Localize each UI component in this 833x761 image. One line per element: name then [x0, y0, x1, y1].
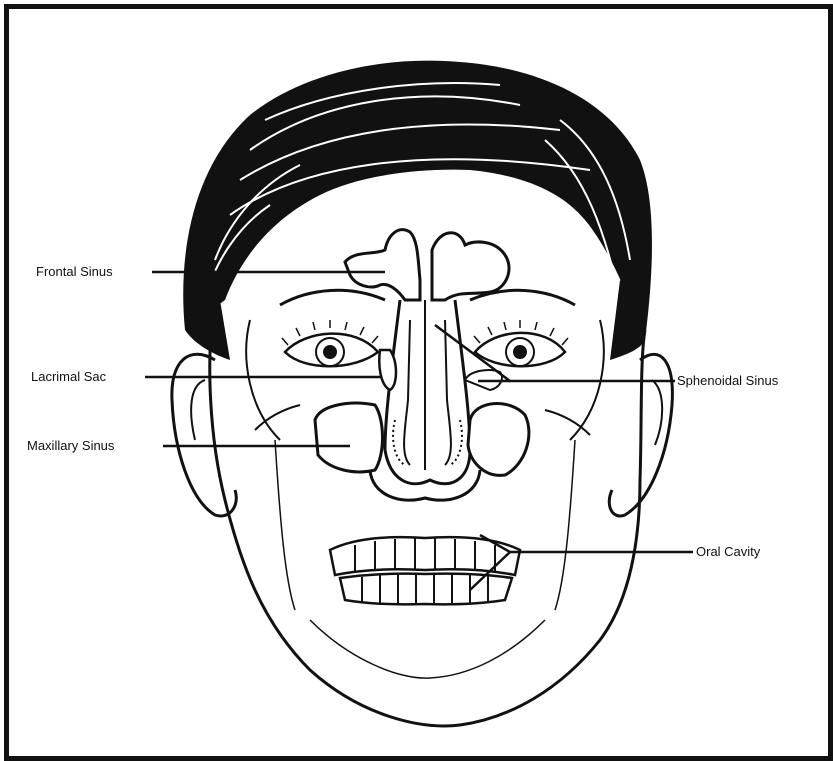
lower-teeth: [340, 574, 512, 605]
right-maxillary-sinus: [468, 404, 529, 476]
label-sphenoidal-sinus: Sphenoidal Sinus: [677, 373, 778, 389]
lacrimal-sac: [379, 350, 396, 390]
left-eye: [282, 320, 378, 366]
face-outline: [210, 300, 645, 726]
frontal-sinus: [345, 230, 420, 300]
nasal-cavity: [385, 300, 470, 484]
label-lacrimal-sac: Lacrimal Sac: [31, 369, 106, 385]
right-eye: [474, 320, 568, 366]
left-eyebrow: [280, 290, 385, 305]
left-ear: [172, 354, 236, 516]
left-maxillary-sinus: [315, 403, 383, 472]
label-maxillary-sinus: Maxillary Sinus: [27, 438, 114, 454]
label-frontal-sinus: Frontal Sinus: [36, 264, 113, 280]
label-oral-cavity: Oral Cavity: [696, 544, 760, 560]
